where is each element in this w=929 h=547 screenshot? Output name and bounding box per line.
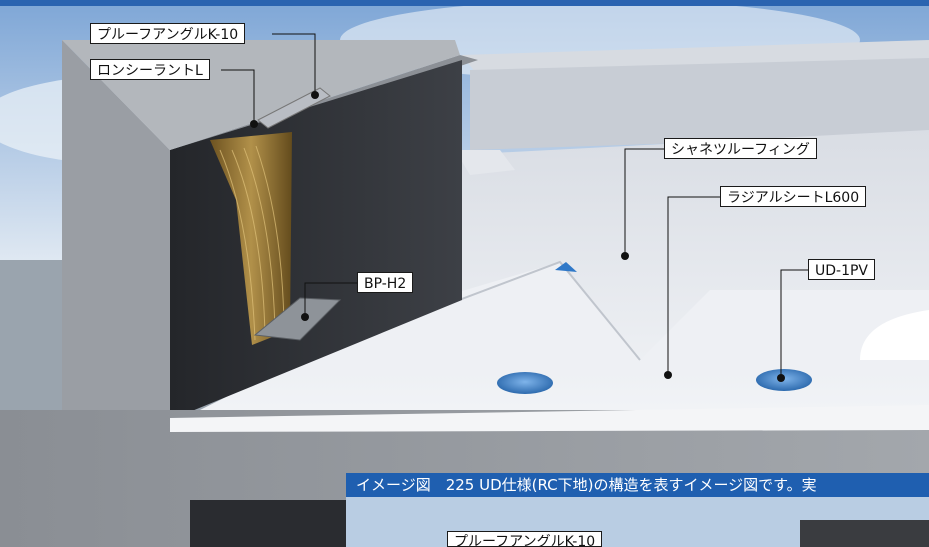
leader-dots	[250, 91, 785, 382]
label-proof-angle-partial: プルーフアングルK-10	[447, 531, 603, 547]
sealant-strip	[210, 132, 292, 345]
ud-disk-left	[497, 372, 553, 394]
label-sheet-roofing: シャネツルーフィング	[664, 138, 817, 159]
label-proof-angle: プルーフアングルK-10	[90, 23, 246, 44]
top-caption-bar	[0, 0, 929, 6]
sheet-upturn	[455, 150, 515, 175]
label-radial-sheet: ラジアルシートL600	[720, 186, 867, 207]
slab-bevel	[170, 405, 929, 432]
bp-h2-plate	[253, 297, 342, 341]
image-caption-bar: イメージ図 225 UD仕様(RC下地)の構造を表すイメージ図です。実	[346, 473, 929, 497]
blue-marker	[555, 262, 577, 272]
sheet-curve	[860, 310, 929, 360]
sheet-fold	[230, 262, 929, 372]
concrete-side	[62, 40, 170, 430]
lower-panel-dark	[800, 520, 929, 547]
back-parapet	[462, 40, 929, 72]
proof-angle-bar	[257, 87, 331, 129]
label-ud-1pv: UD-1PV	[808, 259, 876, 280]
sealant-lines	[219, 145, 285, 341]
back-wall-face	[470, 58, 929, 150]
leader-lines	[221, 33, 808, 378]
lower-dark-opening	[190, 500, 350, 547]
label-sealant: ロンシーラントL	[90, 59, 210, 80]
label-bp-h2: BP-H2	[357, 272, 414, 293]
